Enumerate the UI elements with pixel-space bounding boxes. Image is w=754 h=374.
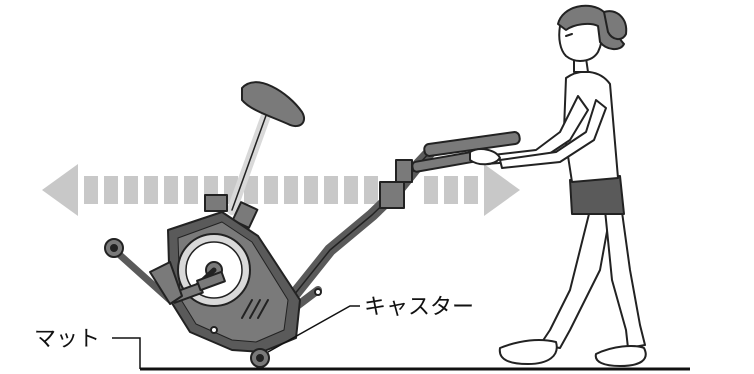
mat-label: マット <box>34 327 100 352</box>
double-headed-arrow-icon <box>42 164 520 216</box>
caster-label: キャスター <box>364 295 474 320</box>
mat-callout: マット <box>34 327 140 369</box>
exercise-bike-icon <box>105 82 520 367</box>
